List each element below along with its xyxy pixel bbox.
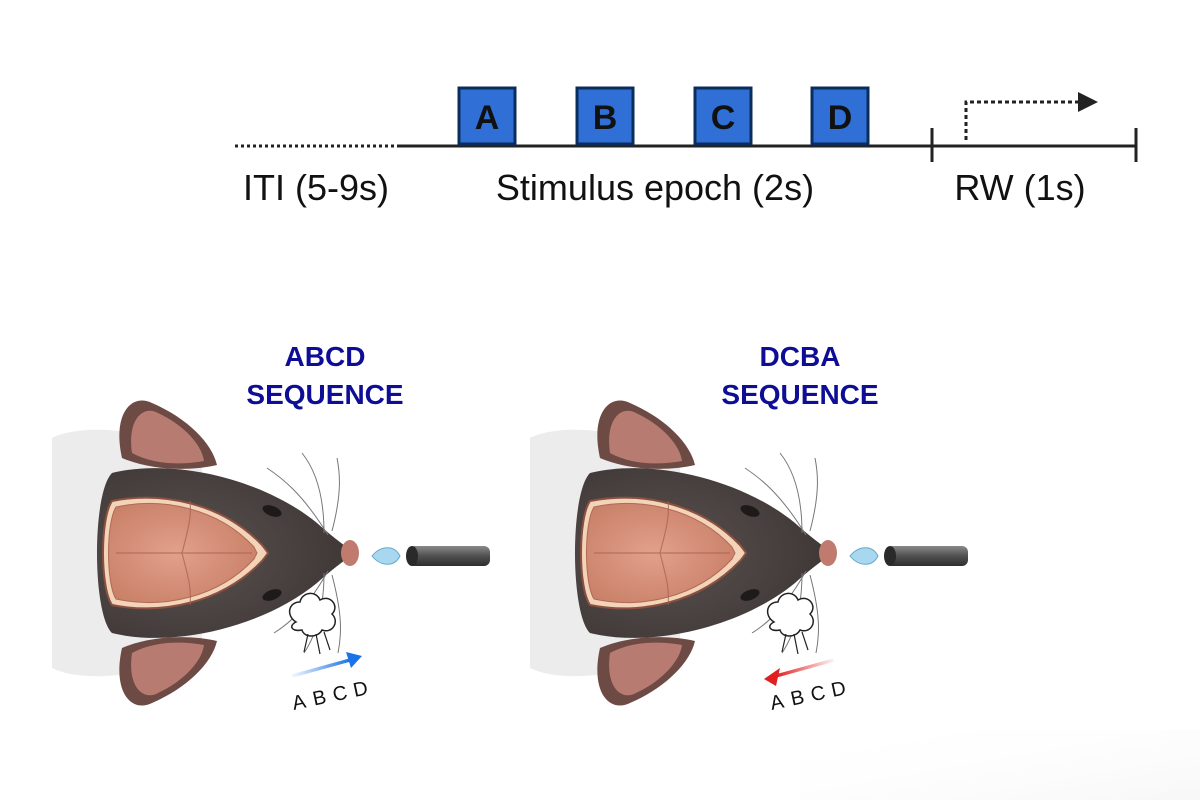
water-spout-icon <box>371 545 491 567</box>
stimulus-box-label: B <box>593 99 618 137</box>
reward-arrow-head-icon <box>1078 92 1098 112</box>
direction-arrow-line <box>775 658 835 678</box>
sequence-letter-c: C <box>809 682 828 707</box>
panel-title-line1: ABCD <box>285 341 366 372</box>
rw-label: RW (1s) <box>954 167 1085 208</box>
stimulus-epoch-label: Stimulus epoch (2s) <box>496 167 814 208</box>
air-puff-icon <box>288 592 337 655</box>
iti-label: ITI (5-9s) <box>243 167 389 208</box>
reward-dotted-arrow <box>964 100 1080 140</box>
stimulus-box-b: B <box>575 86 635 146</box>
sequence-letter-a: A <box>768 690 786 714</box>
sequence-letter-a: A <box>290 690 308 714</box>
sequence-letter-c: C <box>331 682 350 707</box>
sequence-letter-d: D <box>351 677 370 702</box>
sequence-letter-b: B <box>789 686 807 710</box>
water-spout-icon <box>849 545 969 567</box>
stimulus-box-d: D <box>810 86 870 146</box>
mouse-head-icon <box>51 399 360 707</box>
left-arrow-icon <box>764 668 780 686</box>
stimulus-box-label: D <box>828 99 853 137</box>
panel-title-line1: DCBA <box>760 341 841 372</box>
stimulus-box-label: A <box>475 99 500 137</box>
panel-title-line2: SEQUENCE <box>721 379 878 410</box>
right-arrow-icon <box>346 652 362 668</box>
panel-dcba-sequence: DCBA SEQUENCE A B C D <box>529 341 969 715</box>
stimulus-box-a: A <box>457 86 517 146</box>
stimulus-box-label: C <box>711 99 736 137</box>
stimulus-box-c: C <box>693 86 753 146</box>
corner-fade <box>800 730 1200 800</box>
direction-arrow-line <box>291 658 351 678</box>
mouse-head-icon <box>529 399 838 707</box>
trial-timeline: A B C D ITI (5-9s) Stimulus epoch (2s) R… <box>235 86 1138 208</box>
sequence-letter-b: B <box>311 686 329 710</box>
air-puff-icon <box>766 592 815 655</box>
panel-abcd-sequence: ABCD SEQUENCE A B C D <box>51 341 491 715</box>
panel-title-line2: SEQUENCE <box>246 379 403 410</box>
sequence-letter-d: D <box>829 677 848 702</box>
